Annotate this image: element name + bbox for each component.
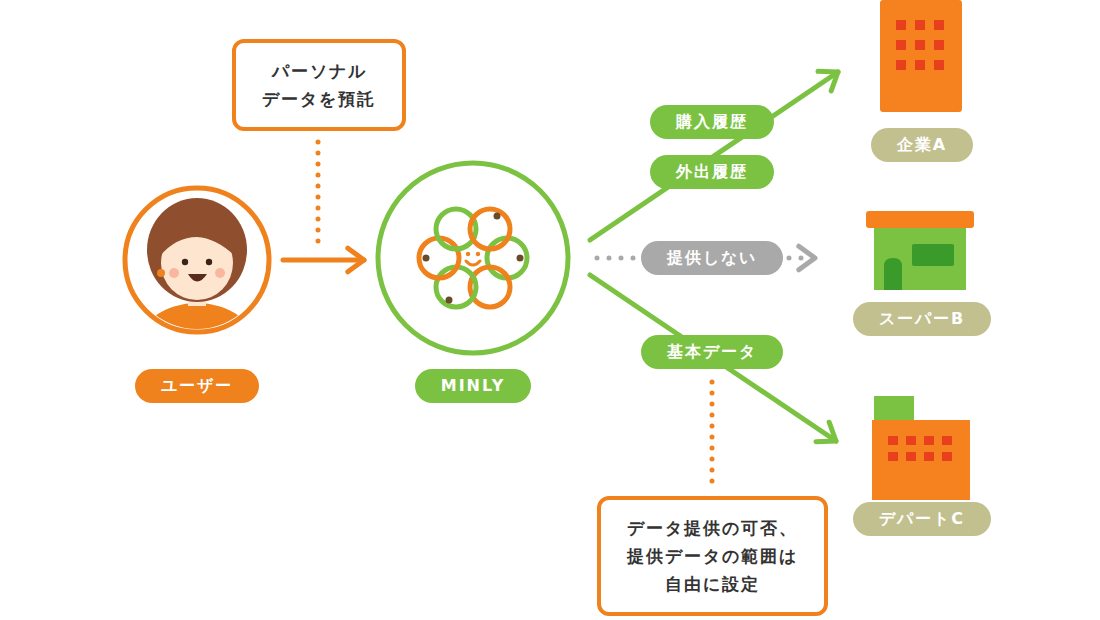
leader-line [316, 142, 321, 244]
supermarket-icon [866, 211, 974, 290]
node-label: ユーザー [135, 369, 259, 403]
connector-line [590, 72, 838, 240]
department-store-icon [872, 396, 970, 500]
company-node: デパートC [858, 396, 986, 536]
user-node: ユーザー [122, 185, 272, 403]
connector-arrow [283, 248, 364, 272]
minly-emblem [378, 163, 568, 353]
leader-line [710, 382, 715, 490]
user-portrait [125, 188, 269, 387]
callout-text: パーソナル データを預託 [262, 57, 376, 113]
arrowhead [818, 71, 838, 90]
company-node: スーパーB [858, 212, 986, 336]
connector-arrow [590, 71, 838, 240]
node-label: スーパーB [853, 302, 991, 336]
company-node: 企業A [858, 0, 986, 162]
edge-label: 基本データ [641, 335, 783, 369]
edge-label: 購入履歴 [650, 105, 774, 139]
node-label: デパートC [853, 502, 991, 536]
connector-arrow [590, 275, 836, 442]
edge-label: 提供しない [641, 241, 783, 275]
service-node: MINLY [378, 163, 568, 403]
office-building-icon [880, 0, 962, 112]
callout-text: データ提供の可否、 提供データの範囲は 自由に設定 [627, 514, 798, 598]
arrowhead [799, 246, 815, 270]
connector-line [283, 258, 364, 263]
arrowhead [816, 422, 836, 441]
callout-box: データ提供の可否、 提供データの範囲は 自由に設定 [597, 496, 828, 616]
callout-box: パーソナル データを預託 [232, 39, 406, 131]
arrowhead [348, 248, 364, 272]
connector-line [590, 275, 836, 441]
node-label: MINLY [415, 369, 532, 403]
node-label: 企業A [871, 128, 973, 162]
data-type-label: 外出履歴 [650, 155, 774, 189]
